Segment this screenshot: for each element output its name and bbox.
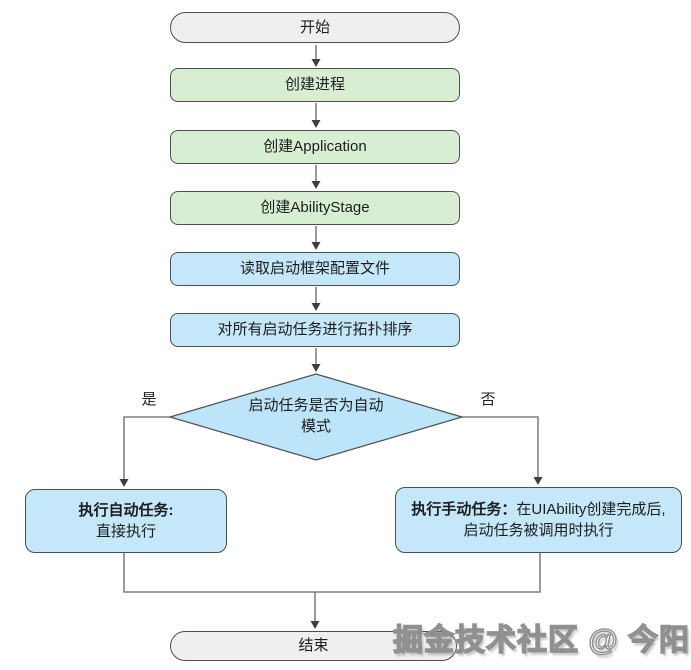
node-start-label: 开始 bbox=[299, 18, 330, 36]
node-read-config-label: 读取启动框架配置文件 bbox=[239, 260, 390, 277]
node-create-application: 创建Application bbox=[170, 130, 460, 164]
decision-label-line1: 启动任务是否为自动 bbox=[248, 397, 384, 414]
edge-decision-yes bbox=[123, 416, 170, 480]
node-manual-task: 执行手动任务：在UIAbility创建完成后, 启动任务被调用时执行 bbox=[395, 487, 682, 553]
decision-label: 启动任务是否为自动 模式 bbox=[216, 395, 416, 437]
node-start: 开始 bbox=[170, 12, 460, 43]
edge-decision-no bbox=[462, 416, 539, 478]
node-manual-task-title: 执行手动任务： bbox=[411, 501, 517, 518]
node-end: 结束 bbox=[170, 631, 457, 661]
node-read-config: 读取启动框架配置文件 bbox=[170, 252, 460, 286]
node-manual-task-desc2: 启动任务被调用时执行 bbox=[463, 522, 614, 539]
edge-merge bbox=[123, 553, 541, 593]
decision-label-line2: 模式 bbox=[300, 418, 331, 435]
decision-diamond bbox=[167, 373, 465, 461]
connector-lines bbox=[123, 45, 541, 622]
node-create-application-label: 创建Application bbox=[263, 138, 367, 155]
node-create-process: 创建进程 bbox=[170, 68, 460, 102]
node-auto-task: 执行自动任务: 直接执行 bbox=[25, 489, 227, 553]
node-create-abilitystage-label: 创建AbilityStage bbox=[260, 199, 370, 216]
node-create-abilitystage: 创建AbilityStage bbox=[170, 191, 460, 225]
node-create-process-label: 创建进程 bbox=[284, 76, 345, 93]
node-manual-task-desc1: 在UIAbility创建完成后, bbox=[516, 501, 666, 518]
node-manual-task-line1: 执行手动任务：在UIAbility创建完成后, bbox=[411, 499, 665, 520]
node-topo-sort-label: 对所有启动任务进行拓扑排序 bbox=[217, 321, 413, 338]
node-end-label: 结束 bbox=[298, 637, 329, 654]
watermark-text: 掘金技术社区 @ 今阳 bbox=[392, 623, 690, 657]
node-auto-task-title: 执行自动任务: bbox=[78, 502, 174, 519]
node-auto-task-desc: 直接执行 bbox=[95, 523, 156, 540]
arrowheads bbox=[119, 59, 543, 629]
edge-label-yes: 是 bbox=[141, 391, 157, 408]
node-topo-sort: 对所有启动任务进行拓扑排序 bbox=[170, 313, 460, 347]
edge-label-no: 否 bbox=[480, 391, 496, 408]
